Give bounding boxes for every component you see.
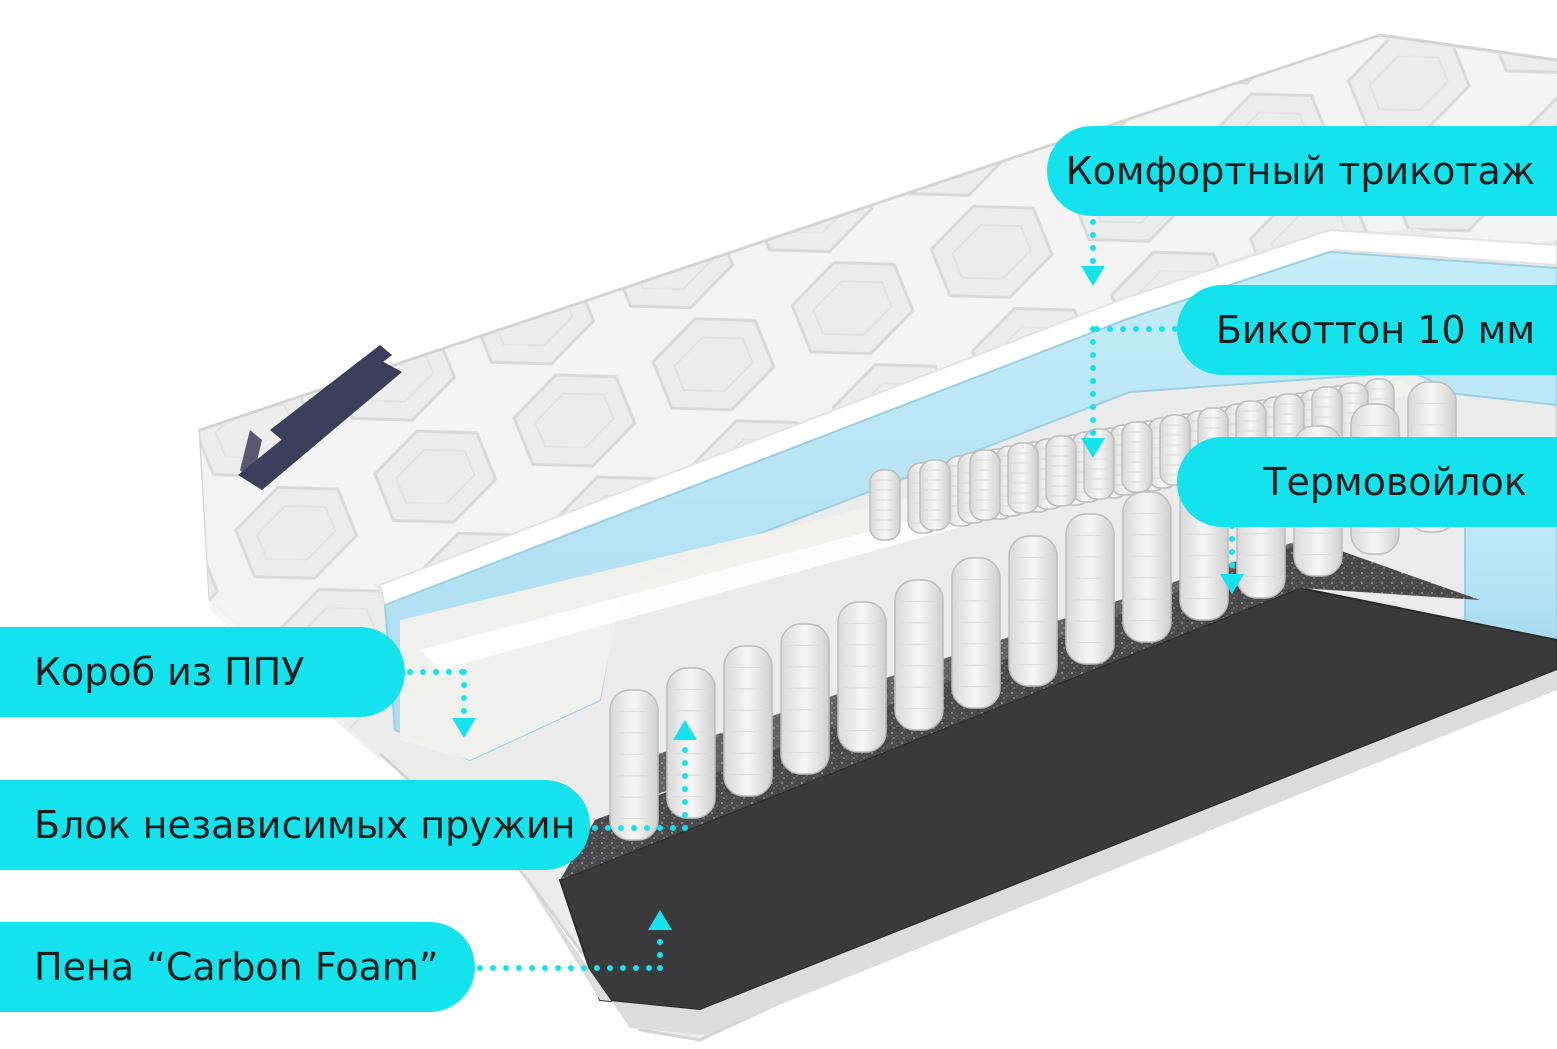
spring-coil <box>724 646 772 796</box>
spring-coil <box>610 690 658 840</box>
callout-carbon-foam: Пена “Carbon Foam” <box>0 922 475 1012</box>
callout-foam-box-label: Короб из ППУ <box>34 650 304 694</box>
spring-coil <box>838 602 886 752</box>
callout-knit-label: Комфортный трикотаж <box>1066 149 1535 193</box>
spring-coil <box>895 580 943 730</box>
callout-carbon-foam-label: Пена “Carbon Foam” <box>34 945 439 989</box>
spring-coil <box>667 668 715 818</box>
callout-felt-label: Термовойлок <box>1263 460 1526 504</box>
spring-coil <box>781 624 829 774</box>
callout-knit: Комфортный трикотаж <box>1047 126 1557 216</box>
callout-felt: Термовойлок <box>1177 437 1557 527</box>
spring-coil <box>1066 514 1114 664</box>
spring-coil <box>952 558 1000 708</box>
spring-coil <box>1009 536 1057 686</box>
spring-coil <box>1123 492 1171 642</box>
callout-spring-block-label: Блок независимых пружин <box>34 803 576 847</box>
callout-bicotton-label: Бикоттон 10 мм <box>1216 308 1535 352</box>
callout-bicotton: Бикоттон 10 мм <box>1177 285 1557 375</box>
callout-foam-box: Короб из ППУ <box>0 627 405 717</box>
callout-spring-block: Блок независимых пружин <box>0 780 590 870</box>
